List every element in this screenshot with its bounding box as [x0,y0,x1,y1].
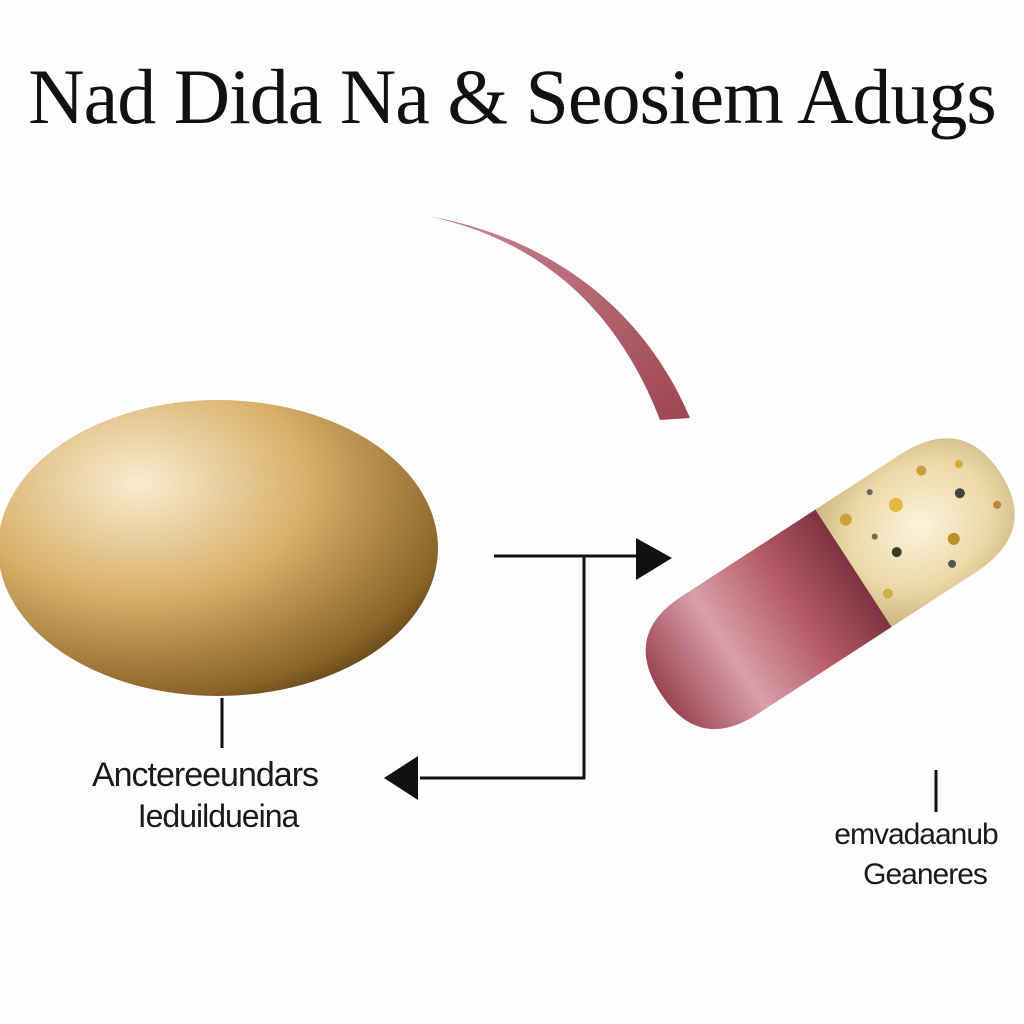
right-label-line2: Geaneres [863,858,988,891]
left-label-line2: Ieduildueina [137,798,300,834]
connector-arrows [420,554,640,780]
capsule-icon [645,438,1015,730]
oval-pill-icon [0,400,438,696]
arrow-right-head-icon [636,538,672,580]
right-label-line1: emvadaanub [834,818,998,851]
arrow-to-capsule-line [420,554,586,780]
diagram-title: Nad Dida Na & Seosiem Adugs [28,53,996,140]
arrow-left-head-icon [384,756,418,800]
left-label-line1: Anctereeundars [91,756,319,794]
capsule-tail [428,216,690,420]
